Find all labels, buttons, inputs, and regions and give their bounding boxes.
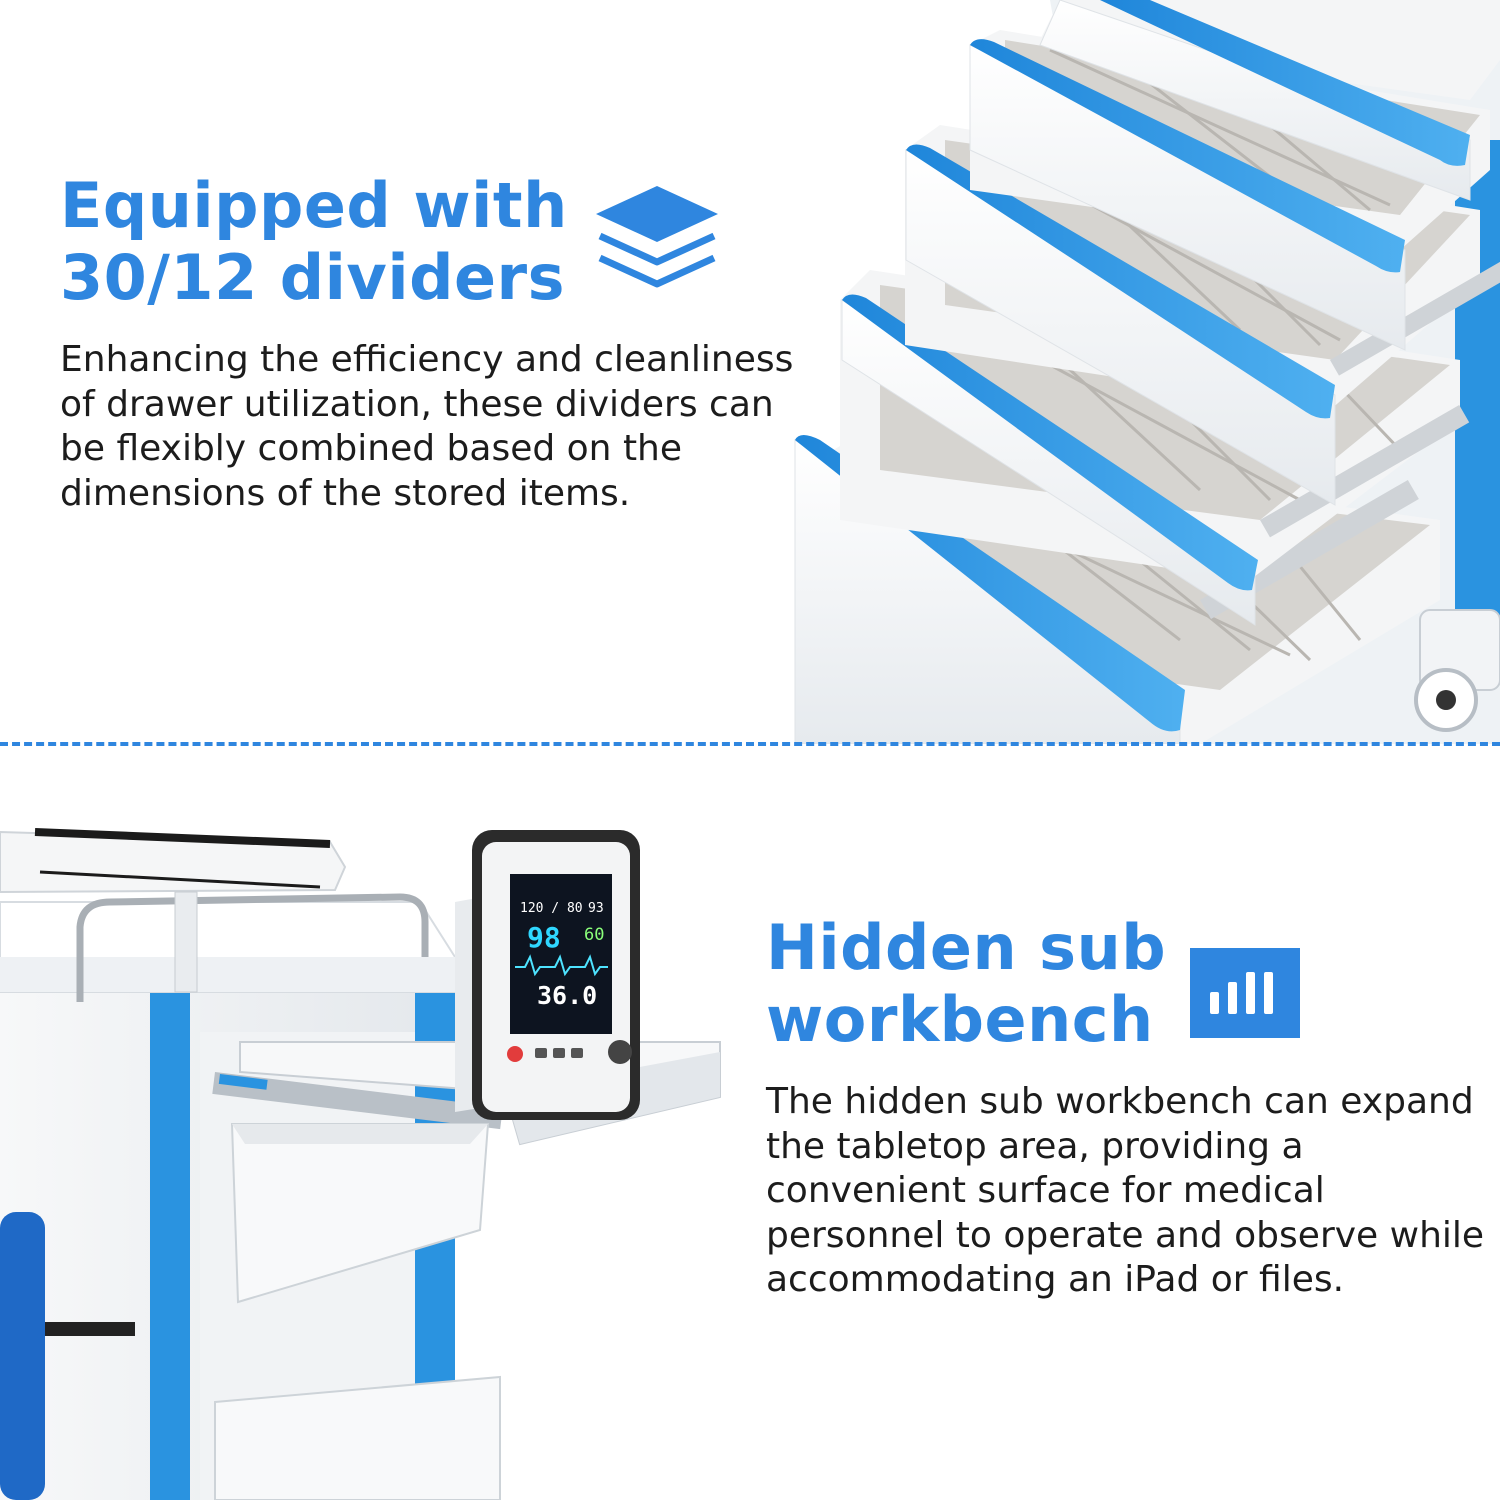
caster-wheel: [1414, 609, 1500, 732]
workbench-description: The hidden sub workbench can expand the …: [766, 1081, 1485, 1300]
bar-chart-icon: [1190, 948, 1300, 1038]
layers-icon: [594, 184, 720, 296]
workbench-title-line2: workbench: [766, 983, 1154, 1056]
monitor-bp-rate: 93: [588, 901, 604, 916]
workbench-panel: 120 / 80 93 98 60 36.0: [0, 752, 1500, 1500]
workbench-title-line1: Hidden sub: [766, 911, 1167, 984]
monitor-temp: 36.0: [537, 981, 597, 1010]
monitor-bp: 120 / 80: [520, 901, 583, 916]
top-tray: [0, 828, 347, 993]
storage-bin-lower: [214, 1375, 501, 1500]
dividers-panel: [0, 0, 1500, 744]
drawer-cart-illustration: [794, 0, 1500, 744]
monitor-spo2: 98: [527, 921, 561, 954]
workbench-cart-illustration: 120 / 80 93 98 60 36.0: [0, 828, 721, 1500]
dividers-title-line2: 30/12 dividers: [60, 241, 565, 314]
drawer-2: [969, 30, 1490, 351]
dividers-description: Enhancing the efficiency and cleanliness…: [60, 339, 794, 514]
monitor-pulse: 60: [584, 925, 604, 945]
drawer-1: [1039, 0, 1500, 201]
patient-monitor: 120 / 80 93 98 60 36.0: [455, 830, 640, 1120]
section-divider: [0, 742, 1500, 746]
dividers-title-line1: Equipped with: [60, 169, 568, 242]
storage-bin-upper: [230, 1123, 490, 1304]
